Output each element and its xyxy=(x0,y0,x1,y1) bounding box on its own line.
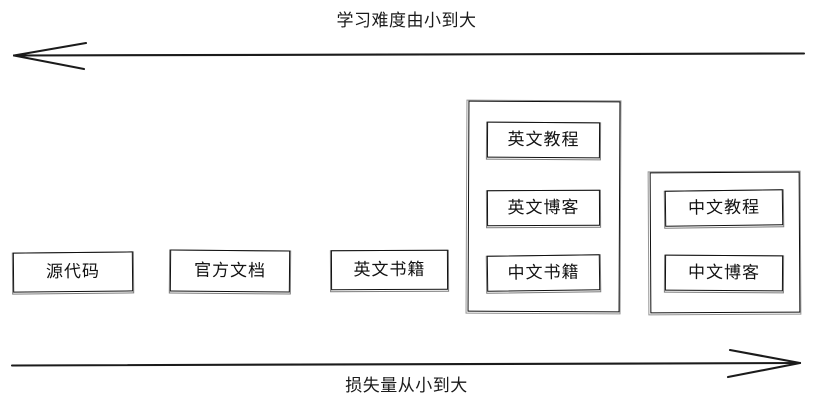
node-label: 中文教程 xyxy=(687,197,761,219)
node-label: 中文博客 xyxy=(687,262,761,284)
node-english-tutorials[interactable]: 英文教程 xyxy=(486,121,601,159)
right-arrow-icon xyxy=(6,344,806,384)
node-english-books[interactable]: 英文书籍 xyxy=(330,249,449,291)
node-chinese-books[interactable]: 中文书籍 xyxy=(486,254,601,292)
node-label: 英文博客 xyxy=(507,197,580,219)
top-axis-label: 学习难度由小到大 xyxy=(336,11,477,31)
node-english-blogs[interactable]: 英文博客 xyxy=(486,189,601,227)
node-label: 英文书籍 xyxy=(353,259,426,281)
left-arrow-icon xyxy=(6,36,806,76)
node-label: 英文教程 xyxy=(507,129,580,151)
bottom-axis-label: 损失量从小到大 xyxy=(345,376,468,396)
node-label: 官方文档 xyxy=(193,260,267,282)
node-label: 中文书籍 xyxy=(507,262,580,284)
node-chinese-tutorials[interactable]: 中文教程 xyxy=(664,189,784,227)
node-source-code[interactable]: 源代码 xyxy=(12,251,134,293)
node-official-docs[interactable]: 官方文档 xyxy=(169,249,291,293)
node-label: 源代码 xyxy=(45,261,101,283)
node-chinese-blogs[interactable]: 中文博客 xyxy=(664,254,784,292)
